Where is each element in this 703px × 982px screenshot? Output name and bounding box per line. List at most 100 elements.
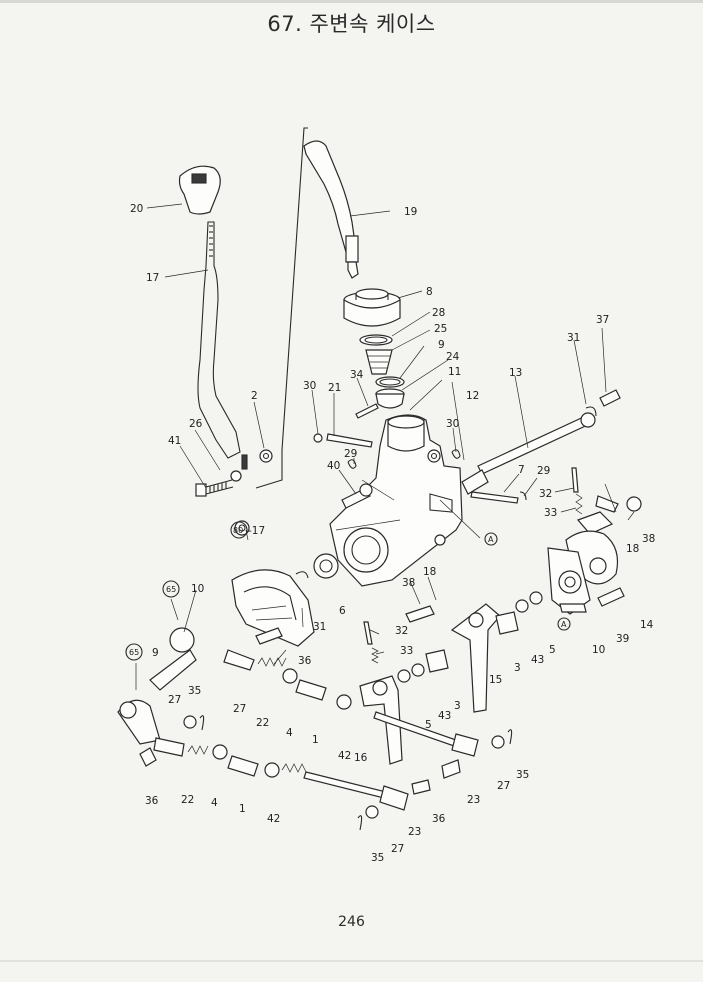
- sleeve-1b: [227, 755, 259, 777]
- transmission-case: [329, 414, 481, 587]
- wave-ring: [359, 334, 393, 346]
- ref-circle-A1: [484, 532, 498, 546]
- callout-7: 7: [518, 464, 525, 476]
- callout-40: 40: [327, 460, 340, 472]
- bolt-36a: [255, 627, 283, 645]
- callout-18b: 18: [423, 566, 436, 578]
- callout-17: 17: [146, 272, 159, 284]
- shift-shaft: [461, 406, 597, 495]
- bolt-38b: [405, 605, 435, 623]
- callout-65a: 65: [166, 585, 176, 594]
- arm-16: [359, 675, 403, 765]
- callout-35c: 35: [371, 852, 384, 864]
- callout-17b: -17: [248, 525, 265, 537]
- clip-30: [451, 449, 461, 459]
- rod-upper: [373, 711, 479, 757]
- ball-seat: [375, 388, 405, 409]
- scan-edge-top: [0, 0, 703, 3]
- callout-4a: 4: [286, 727, 293, 739]
- bolt-37: [599, 389, 621, 407]
- callout-80: 80: [233, 526, 243, 535]
- callout-9a: 9: [438, 339, 445, 351]
- callout-36c: 36: [432, 813, 446, 825]
- nut-42a: [336, 694, 352, 710]
- callout-18a: 18: [626, 543, 639, 555]
- ref-circle-65a: [162, 580, 180, 598]
- spring-33b: [371, 647, 379, 664]
- shift-lever-rod: [197, 221, 248, 470]
- callout-32b: 32: [395, 625, 408, 637]
- bolt-39: [597, 587, 625, 607]
- bracket-line: [255, 127, 308, 489]
- snap-ring: [375, 376, 405, 388]
- callout-8: 8: [426, 286, 433, 298]
- callout-24: 24: [446, 351, 460, 363]
- side-cover: [231, 520, 315, 647]
- ref-circle-65b: [125, 643, 143, 661]
- callout-30b: 30: [446, 418, 459, 430]
- callout-23b: 23: [408, 826, 421, 838]
- clip-29a: [347, 459, 357, 469]
- callout-33b: 33: [400, 645, 413, 657]
- callout-20: 20: [130, 203, 143, 215]
- callout-28: 28: [432, 307, 445, 319]
- callout-A2: A: [561, 620, 567, 629]
- callout-5b: 5: [549, 644, 556, 656]
- bushings-3-5-43: [397, 591, 543, 683]
- callout-10a: 10: [191, 583, 204, 595]
- clip-31b: [295, 571, 309, 579]
- callout-34: 34: [350, 369, 364, 381]
- callout-36b: 36: [145, 795, 159, 807]
- callout-26: 26: [189, 418, 203, 430]
- lever-nut: [259, 449, 273, 463]
- callout-38b: 38: [402, 577, 415, 589]
- callout-27c-right: 27: [497, 780, 510, 792]
- spring-33a: [575, 493, 583, 515]
- pin-34: [355, 403, 379, 419]
- callout-21: 21: [328, 382, 341, 394]
- pin-32b: [363, 621, 373, 645]
- callout-27b-top: 27: [233, 703, 246, 715]
- pin-21: [313, 433, 373, 448]
- callout-4b: 4: [211, 797, 218, 809]
- lever-cover: [343, 288, 401, 327]
- callout-1b: 1: [239, 803, 246, 815]
- callout-29b: 29: [537, 465, 550, 477]
- cone-spring: [365, 349, 393, 375]
- sleeve-1a: [295, 679, 327, 701]
- callout-43b: 43: [531, 654, 544, 666]
- page-title: 67. 주변속 케이스: [267, 12, 436, 36]
- pin-7: [470, 491, 527, 504]
- callout-43a: 43: [438, 710, 451, 722]
- bearing-6: [313, 553, 339, 579]
- shift-boot: [303, 140, 359, 279]
- callout-6: 6: [339, 605, 346, 617]
- callout-23a: 23: [467, 794, 480, 806]
- callout-31b: 31: [313, 621, 326, 633]
- callout-31a: 31: [567, 332, 580, 344]
- bolts-36: [139, 747, 461, 795]
- callout-12: 12: [466, 390, 479, 402]
- callout-30a: 30: [303, 380, 316, 392]
- callout-41: 41: [168, 435, 181, 447]
- callout-39: 39: [616, 633, 629, 645]
- callout-37: 37: [596, 314, 609, 326]
- rod-lower: [281, 763, 409, 811]
- callout-42b: 42: [267, 813, 280, 825]
- callout-22a: 22: [256, 717, 269, 729]
- callout-15: 15: [489, 674, 502, 686]
- pin-32a: [571, 467, 579, 493]
- lever-bolt: [195, 470, 242, 497]
- callout-11: 11: [448, 366, 461, 378]
- callout-3b: 3: [514, 662, 521, 674]
- page-number: 246: [338, 914, 365, 930]
- callout-2: 2: [251, 390, 258, 402]
- callout-19: 19: [404, 206, 417, 218]
- arm-15: [450, 603, 501, 713]
- clevis-22b: [153, 737, 209, 757]
- callout-32a: 32: [539, 488, 552, 500]
- callout-65b: 65: [129, 648, 139, 657]
- nut-4a: [282, 668, 298, 684]
- callout-25: 25: [434, 323, 447, 335]
